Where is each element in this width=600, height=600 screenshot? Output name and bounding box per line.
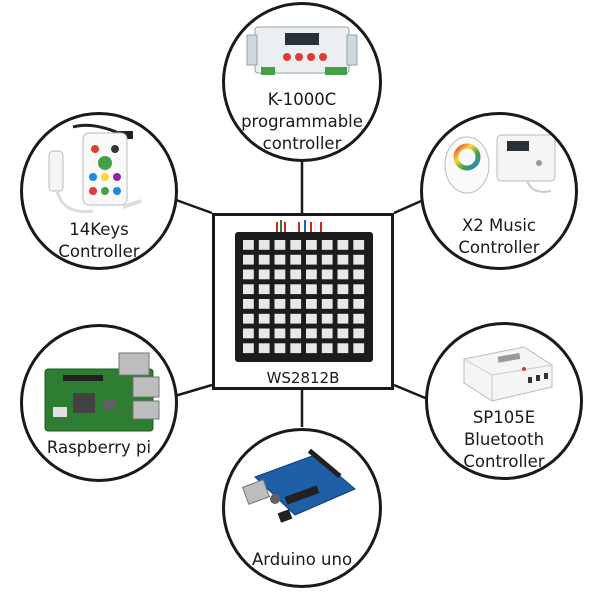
led-cell bbox=[243, 343, 254, 354]
led-cell bbox=[274, 299, 286, 309]
led-cell bbox=[306, 269, 317, 280]
led-cell bbox=[353, 269, 365, 280]
led-cell bbox=[290, 284, 302, 295]
node-arduino-label: Arduino uno bbox=[225, 549, 379, 571]
led-cell bbox=[337, 299, 349, 309]
led-cell bbox=[337, 240, 349, 250]
led-cell bbox=[321, 343, 333, 354]
led-cell bbox=[321, 254, 333, 265]
led-cell bbox=[353, 328, 365, 339]
led-cell bbox=[321, 269, 333, 280]
led-cell bbox=[243, 240, 254, 250]
led-cell bbox=[243, 313, 254, 324]
node-sp105e-line-1: SP105E bbox=[472, 408, 536, 427]
led-cell bbox=[290, 269, 302, 280]
led-cell bbox=[337, 254, 349, 265]
led-cell bbox=[274, 254, 286, 265]
led-cell bbox=[337, 313, 349, 324]
led-cell bbox=[337, 343, 349, 354]
led-cell bbox=[337, 284, 349, 295]
led-cell bbox=[306, 299, 317, 309]
led-cell bbox=[243, 299, 254, 309]
led-cell bbox=[243, 254, 254, 265]
led-cell bbox=[258, 284, 270, 295]
raspberry-pi-board-icon bbox=[44, 352, 160, 432]
led-cell bbox=[353, 284, 365, 295]
led-cell bbox=[290, 254, 302, 265]
led-cell bbox=[306, 254, 317, 265]
led-cell bbox=[306, 284, 317, 295]
node-k1000c-line-1: K-1000C bbox=[267, 90, 337, 109]
node-raspberry: Raspberry pi bbox=[20, 324, 178, 482]
led-cell bbox=[243, 284, 254, 295]
node-sp105e-line-2: Bluetooth bbox=[463, 430, 545, 449]
arduino-board-icon bbox=[241, 448, 356, 523]
node-x2music: X2 Music Controller bbox=[420, 112, 578, 270]
led-cell bbox=[274, 269, 286, 280]
remote-control-icon bbox=[48, 123, 142, 214]
led-cell bbox=[290, 328, 302, 339]
led-cell bbox=[321, 313, 333, 324]
node-sp105e: SP105E Bluetooth Controller bbox=[425, 322, 583, 480]
led-cell bbox=[243, 328, 254, 339]
node-arduino-line-1: Arduino uno bbox=[251, 550, 353, 569]
led-cell bbox=[274, 343, 286, 354]
led-cell bbox=[353, 299, 365, 309]
node-k1000c-label: K-1000C programmable controller bbox=[225, 89, 379, 155]
led-cell bbox=[321, 284, 333, 295]
node-arduino: Arduino uno bbox=[222, 428, 382, 588]
node-14keys-line-2: Controller bbox=[58, 242, 140, 261]
led-cell bbox=[274, 328, 286, 339]
node-k1000c-line-3: controller bbox=[262, 134, 342, 153]
led-cell bbox=[258, 328, 270, 339]
led-cell bbox=[353, 343, 365, 354]
led-cell bbox=[321, 328, 333, 339]
center-node-ws2812b: WS2812B bbox=[212, 213, 394, 390]
node-14keys-line-1: 14Keys bbox=[69, 220, 129, 239]
node-x2music-line-1: X2 Music bbox=[462, 216, 536, 235]
led-cell bbox=[274, 284, 286, 295]
led-cell bbox=[258, 269, 270, 280]
led-cell bbox=[353, 240, 365, 250]
node-k1000c-line-2: programmable bbox=[241, 112, 363, 131]
led-cell bbox=[321, 240, 333, 250]
node-14keys: 14Keys Controller bbox=[20, 112, 178, 270]
node-sp105e-label: SP105E Bluetooth Controller bbox=[428, 407, 580, 473]
led-cell bbox=[353, 313, 365, 324]
led-cell bbox=[258, 343, 270, 354]
led-cell bbox=[290, 299, 302, 309]
node-14keys-label: 14Keys Controller bbox=[23, 219, 175, 263]
led-cell bbox=[258, 240, 270, 250]
controller-box-icon bbox=[246, 26, 358, 75]
node-sp105e-line-3: Controller bbox=[463, 452, 545, 471]
bluetooth-controller-icon bbox=[463, 346, 553, 402]
led-cell bbox=[258, 299, 270, 309]
center-label: WS2812B bbox=[266, 369, 340, 387]
led-cell bbox=[306, 240, 317, 250]
led-cell bbox=[274, 313, 286, 324]
led-cell bbox=[290, 240, 302, 250]
led-cell bbox=[306, 343, 317, 354]
led-cell bbox=[306, 313, 317, 324]
led-cell bbox=[258, 254, 270, 265]
led-cell bbox=[321, 299, 333, 309]
node-x2music-label: X2 Music Controller bbox=[423, 215, 575, 259]
led-cell bbox=[290, 343, 302, 354]
led-cell bbox=[337, 269, 349, 280]
node-raspberry-label: Raspberry pi bbox=[23, 437, 175, 459]
led-cell bbox=[243, 269, 254, 280]
led-cell bbox=[353, 254, 365, 265]
led-cell bbox=[290, 313, 302, 324]
led-matrix-icon bbox=[235, 220, 373, 362]
music-controller-icon bbox=[444, 134, 556, 194]
connector-bottom-right bbox=[393, 383, 431, 402]
led-cell bbox=[337, 328, 349, 339]
node-x2music-line-2: Controller bbox=[458, 238, 540, 257]
led-cell bbox=[258, 313, 270, 324]
led-cell bbox=[306, 328, 317, 339]
node-raspberry-line-1: Raspberry pi bbox=[46, 438, 152, 457]
led-cell bbox=[274, 240, 286, 250]
node-k1000c: K-1000C programmable controller bbox=[222, 2, 382, 162]
